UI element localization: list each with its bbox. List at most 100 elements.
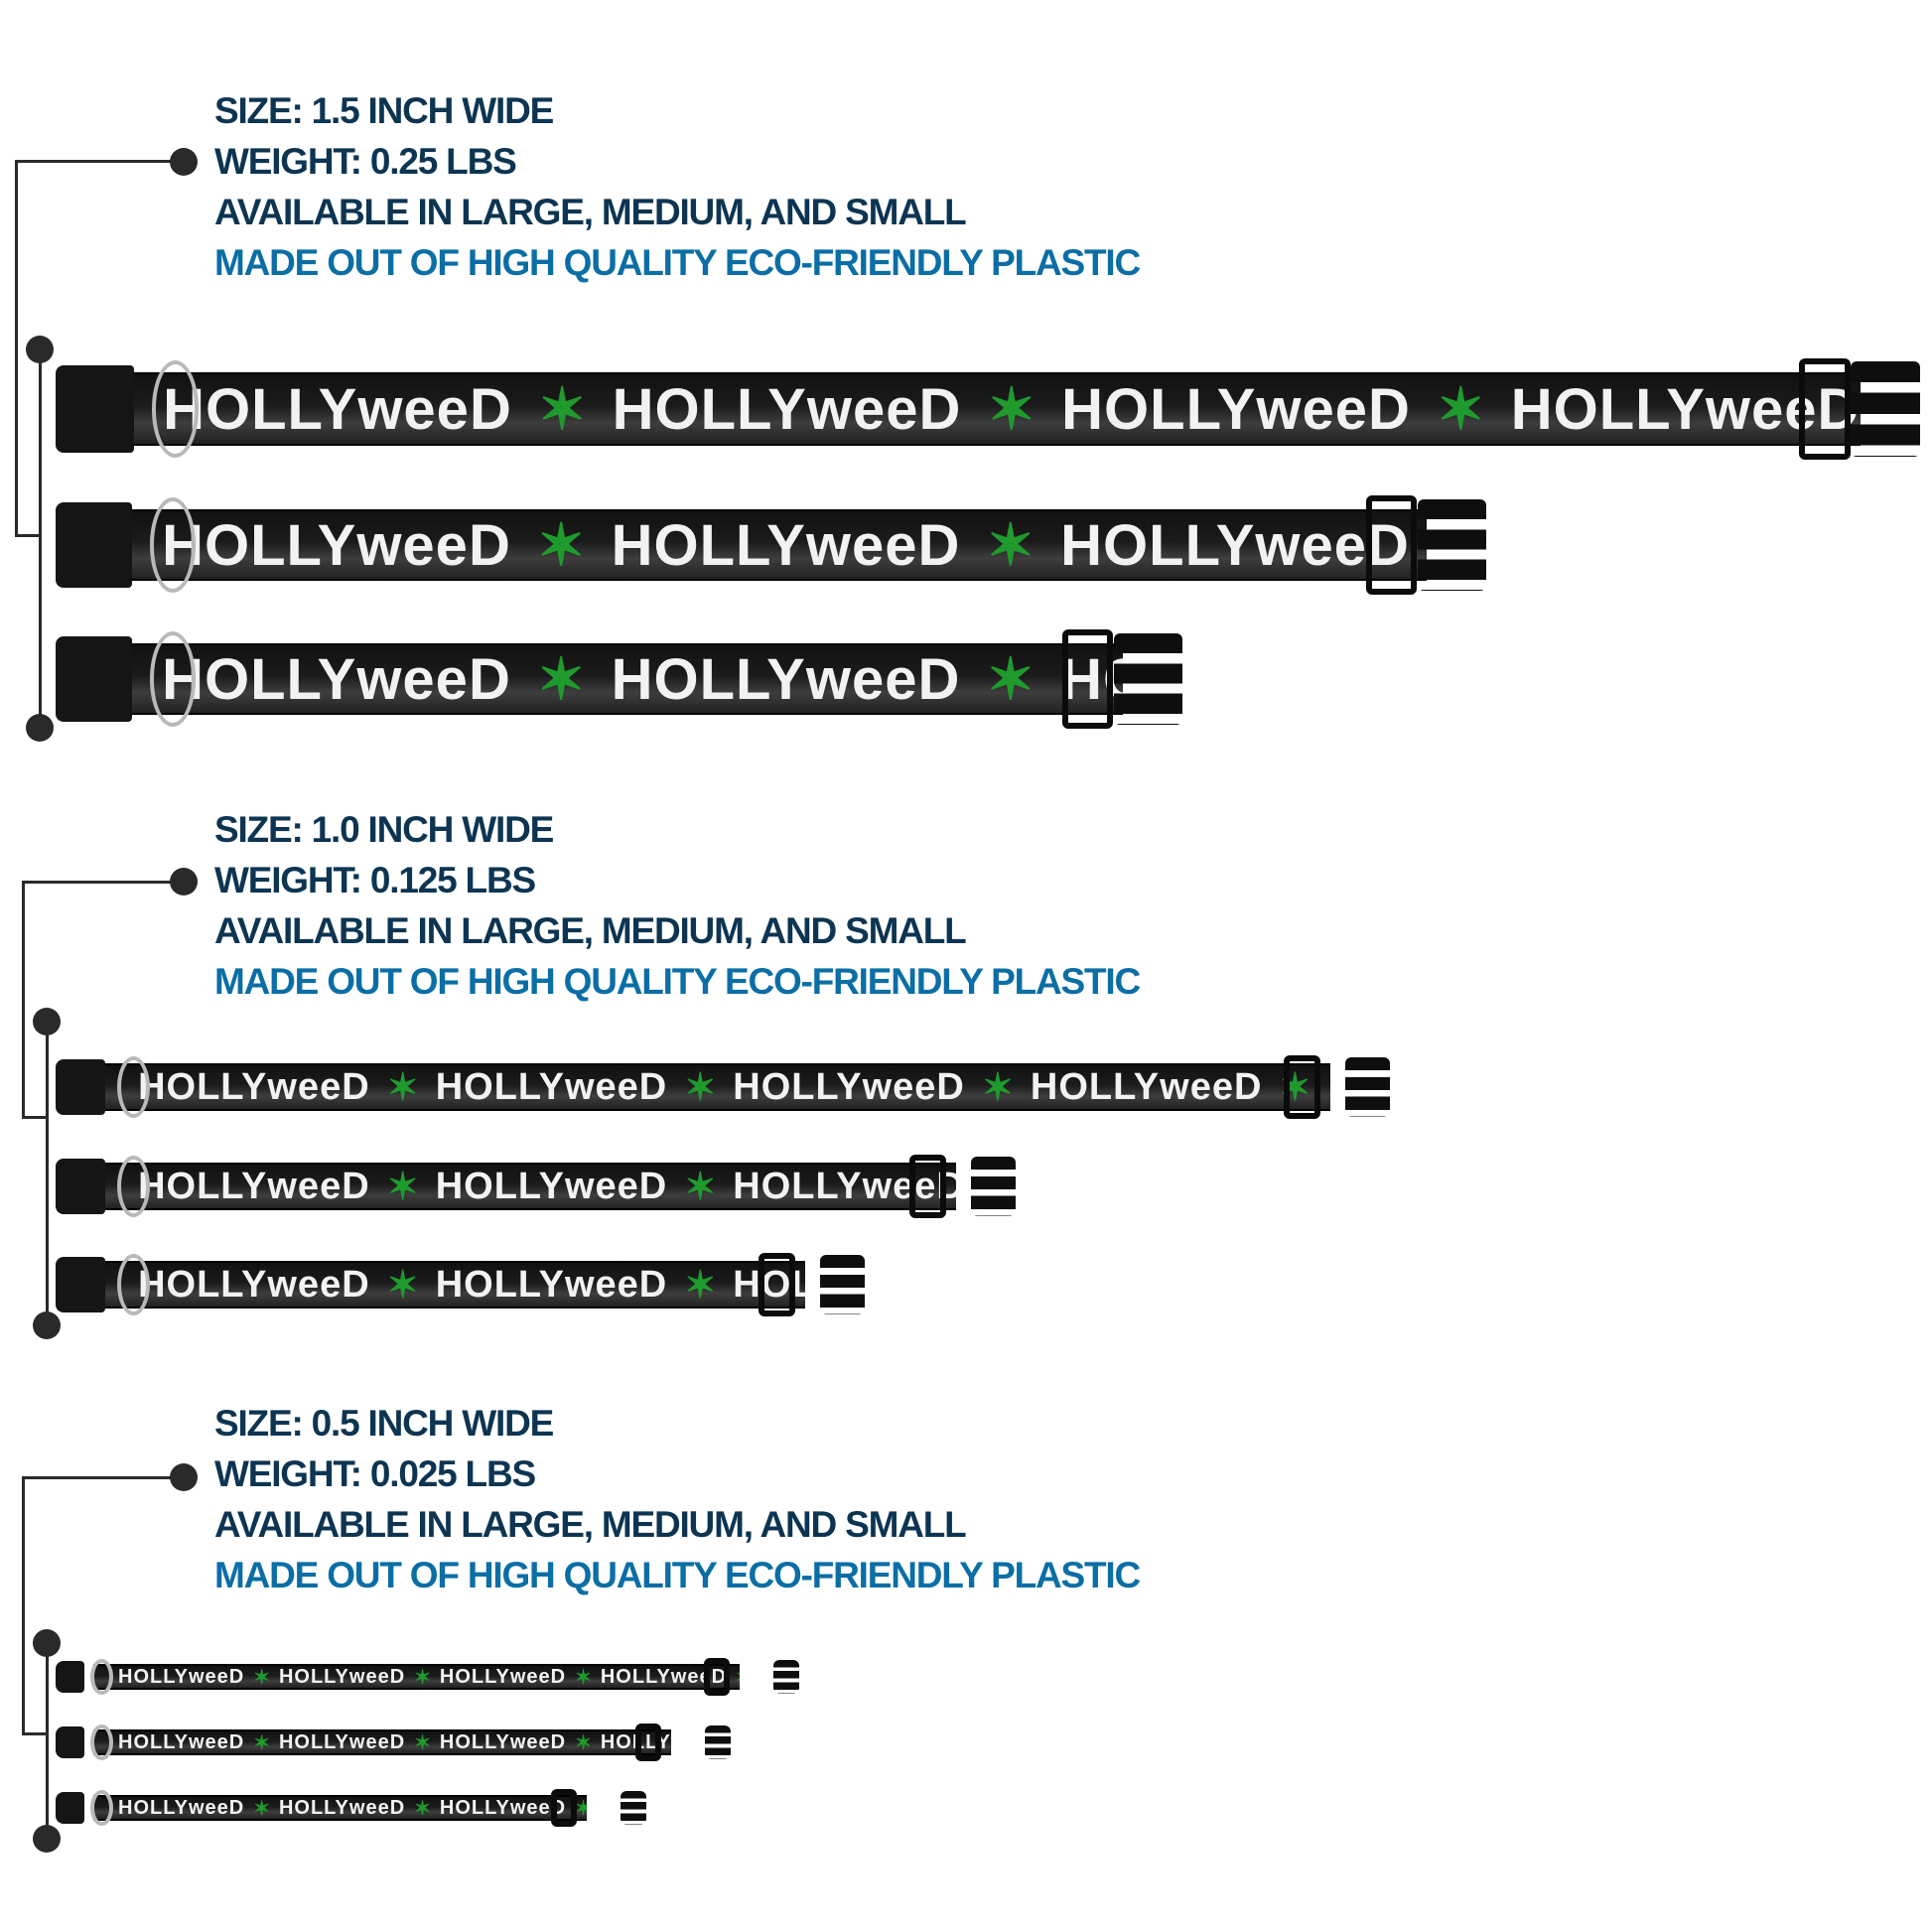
d-ring-icon	[151, 359, 200, 459]
cannabis-leaf-icon: ✶	[414, 1731, 431, 1754]
cannabis-leaf-icon: ✶	[386, 1166, 419, 1208]
cannabis-leaf-icon: ✶	[684, 1066, 717, 1109]
d-ring-icon	[149, 496, 197, 594]
cannabis-leaf-icon: ✶	[986, 513, 1035, 578]
collar-print-text: HOLLYweeD	[138, 1165, 370, 1207]
collar: HOLLYweeD✶HOLLYweeD✶HOLLYweeD✶HOLLYweeD✶…	[56, 1724, 731, 1761]
buckle-male-icon	[1850, 361, 1920, 457]
connector-dot	[170, 868, 198, 896]
strap-keeper-icon	[1062, 629, 1113, 729]
buckle-female-icon	[56, 365, 135, 453]
collar-print-text: HOLLYweeD	[600, 1665, 728, 1688]
connector-line	[46, 1022, 49, 1325]
d-ring-icon	[116, 1253, 150, 1316]
collar: HOLLYweeD✶HOLLYweeD✶HOLLYweeD✶HOLLYweeD✶…	[56, 1658, 799, 1696]
cannabis-leaf-icon: ✶	[414, 1666, 431, 1689]
collar-print-text: HOLLYweeD	[439, 1665, 567, 1688]
collar-band: HOLLYweeD✶HOLLYweeD✶HOLLYweeD✶HOLLYweeD✶…	[93, 1261, 805, 1309]
size-label: SIZE: 1.5 INCH WIDE	[214, 90, 554, 131]
d-ring-icon	[90, 1659, 113, 1695]
buckle-female-icon	[56, 1661, 84, 1693]
collar-print-text: HOLLYweeD	[278, 1665, 406, 1688]
buckle-male-icon	[971, 1156, 1016, 1217]
cannabis-leaf-icon: ✶	[253, 1666, 270, 1689]
cannabis-leaf-icon: ✶	[536, 513, 586, 578]
connector-line	[15, 534, 42, 537]
strap-keeper-icon	[908, 1154, 946, 1219]
size-label: SIZE: 1.0 INCH WIDE	[214, 809, 554, 850]
collar-print-text: HOLLYweeD	[435, 1263, 668, 1306]
buckle-female-icon	[56, 1159, 106, 1214]
buckle-male-icon	[705, 1725, 731, 1760]
availability-label: AVAILABLE IN LARGE, MEDIUM, AND SMALL	[214, 1504, 967, 1545]
connector-dot	[170, 1463, 198, 1491]
collar-print-text: HOLLYweeD	[435, 1065, 668, 1108]
availability-label: AVAILABLE IN LARGE, MEDIUM, AND SMALL	[214, 910, 967, 951]
collar: HOLLYweeD✶HOLLYweeD✶HOLLYweeD✶HOLLYweeD✶…	[56, 1154, 1016, 1219]
collar-band: HOLLYweeD✶HOLLYweeD✶HOLLYweeD✶HOLLYweeD✶…	[93, 1163, 956, 1210]
cannabis-leaf-icon: ✶	[575, 1797, 587, 1820]
buckle-male-icon	[1345, 1056, 1390, 1118]
weight-label: WEIGHT: 0.125 LBS	[214, 860, 536, 900]
spec-block-3: SIZE: 0.5 INCH WIDE WEIGHT: 0.025 LBS AV…	[214, 1398, 1141, 1600]
d-ring-icon	[116, 1055, 150, 1119]
connector-line	[22, 1476, 25, 1734]
collar-print-text: HOLLYweeD	[138, 1065, 370, 1108]
d-ring-icon	[116, 1155, 150, 1218]
cannabis-leaf-icon: ✶	[684, 1166, 717, 1208]
connector-dot	[33, 1629, 61, 1657]
collar-print-text: HOLLYweeD	[733, 1165, 956, 1207]
collar-print-text: HOLLYweeD	[439, 1796, 567, 1819]
collar-print-text: HOLLYweeD	[138, 1263, 370, 1306]
buckle-female-icon	[56, 502, 133, 588]
collar-band: HOLLYweeD✶HOLLYweeD✶HOLLYweeD✶HOLLYweeD✶…	[93, 1063, 1330, 1111]
connector-line	[22, 881, 184, 884]
strap-keeper-icon	[703, 1658, 730, 1696]
cannabis-leaf-icon: ✶	[736, 1666, 740, 1689]
buckle-male-icon	[1114, 632, 1182, 726]
collar-print-text: HOLLYweeD	[1061, 376, 1411, 442]
connector-dot	[26, 336, 54, 363]
strap-keeper-icon	[1366, 495, 1417, 595]
connector-dot	[33, 1825, 61, 1853]
availability-label: AVAILABLE IN LARGE, MEDIUM, AND SMALL	[214, 192, 967, 232]
collar-print-text: HOLLYweeD	[163, 376, 512, 442]
collar-band: HOLLYweeD✶HOLLYweeD✶HOLLYweeD✶HOLLYweeD✶…	[93, 1728, 671, 1756]
cannabis-leaf-icon: ✶	[575, 1731, 592, 1754]
connector-line	[15, 160, 184, 163]
connector-line	[15, 160, 18, 537]
buckle-male-icon	[820, 1254, 865, 1315]
cannabis-leaf-icon: ✶	[684, 1264, 717, 1307]
collar-band: HOLLYweeD✶HOLLYweeD✶HOLLYweeD✶HOLLYweeD✶…	[93, 1663, 740, 1691]
collar-print-text: HOLLYweeD	[733, 1065, 965, 1108]
connector-line	[22, 1116, 48, 1119]
connector-line	[22, 881, 25, 1118]
collar: HOLLYweeD✶HOLLYweeD✶HOLLYweeD✶HOLLYweeD✶…	[56, 629, 1182, 729]
buckle-male-icon	[621, 1790, 646, 1826]
cannabis-leaf-icon: ✶	[536, 647, 586, 712]
connector-line	[39, 349, 42, 728]
collar-print-text: HOLLYweeD	[612, 376, 962, 442]
collar-print-text: HOLLYweeD	[1060, 512, 1410, 578]
cannabis-leaf-icon: ✶	[537, 377, 587, 442]
collar: HOLLYweeD✶HOLLYweeD✶HOLLYweeD✶HOLLYweeD✶…	[56, 1054, 1390, 1120]
collar-print-text: HOLLYweeD	[435, 1165, 668, 1207]
collar-print-text: HOLLYweeD	[278, 1730, 406, 1753]
buckle-female-icon	[56, 1257, 106, 1312]
collar: HOLLYweeD✶HOLLYweeD✶HOLLYweeD✶HOLLYweeD✶…	[56, 1252, 865, 1317]
strap-keeper-icon	[1283, 1054, 1320, 1120]
material-label: MADE OUT OF HIGH QUALITY ECO-FRIENDLY PL…	[214, 961, 1141, 1002]
spec-block-2: SIZE: 1.0 INCH WIDE WEIGHT: 0.125 LBS AV…	[214, 804, 1141, 1007]
strap-keeper-icon	[634, 1724, 661, 1761]
cannabis-leaf-icon: ✶	[1436, 377, 1485, 442]
spec-block-1: SIZE: 1.5 INCH WIDE WEIGHT: 0.25 LBS AVA…	[214, 85, 1141, 288]
cannabis-leaf-icon: ✶	[386, 1066, 419, 1109]
d-ring-icon	[90, 1725, 113, 1760]
collar-print-text: HOLLYweeD	[118, 1665, 245, 1688]
buckle-female-icon	[56, 636, 133, 722]
material-label: MADE OUT OF HIGH QUALITY ECO-FRIENDLY PL…	[214, 1555, 1141, 1595]
connector-dot	[33, 1311, 61, 1339]
collar-print-text: HOLLYweeD	[439, 1730, 567, 1753]
buckle-female-icon	[56, 1059, 106, 1115]
cannabis-leaf-icon: ✶	[386, 1264, 419, 1307]
